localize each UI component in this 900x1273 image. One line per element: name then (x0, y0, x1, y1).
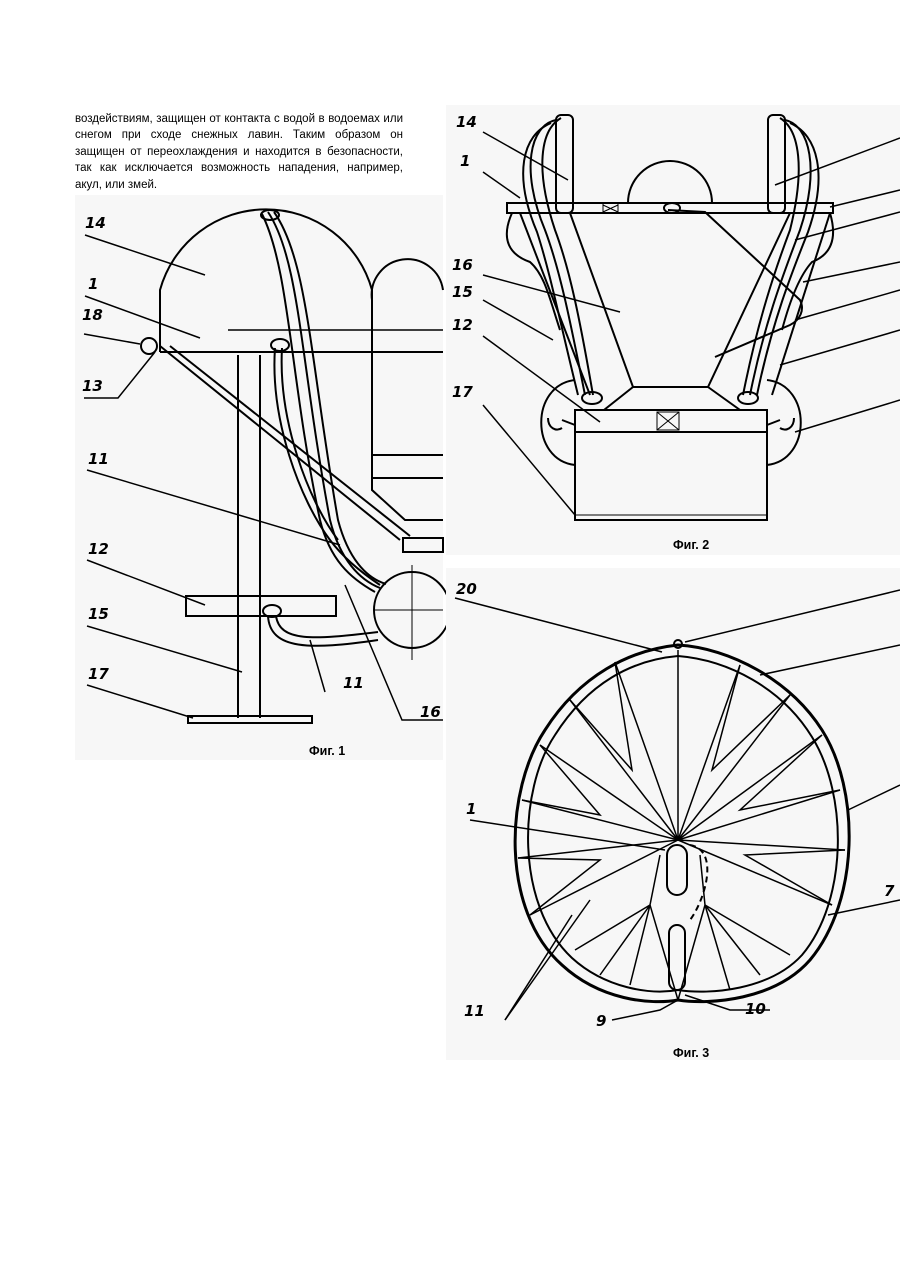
fig3-label-10: 10 (745, 1000, 766, 1018)
fig3-label-9: 9 (596, 1012, 606, 1030)
fig3-label-11: 11 (464, 1002, 485, 1020)
fig3-label-1: 1 (466, 800, 476, 818)
fig3-caption: Фиг. 3 (673, 1046, 709, 1060)
fig3-label-7: 7 (884, 882, 894, 900)
fig3-label-20: 20 (456, 580, 477, 598)
